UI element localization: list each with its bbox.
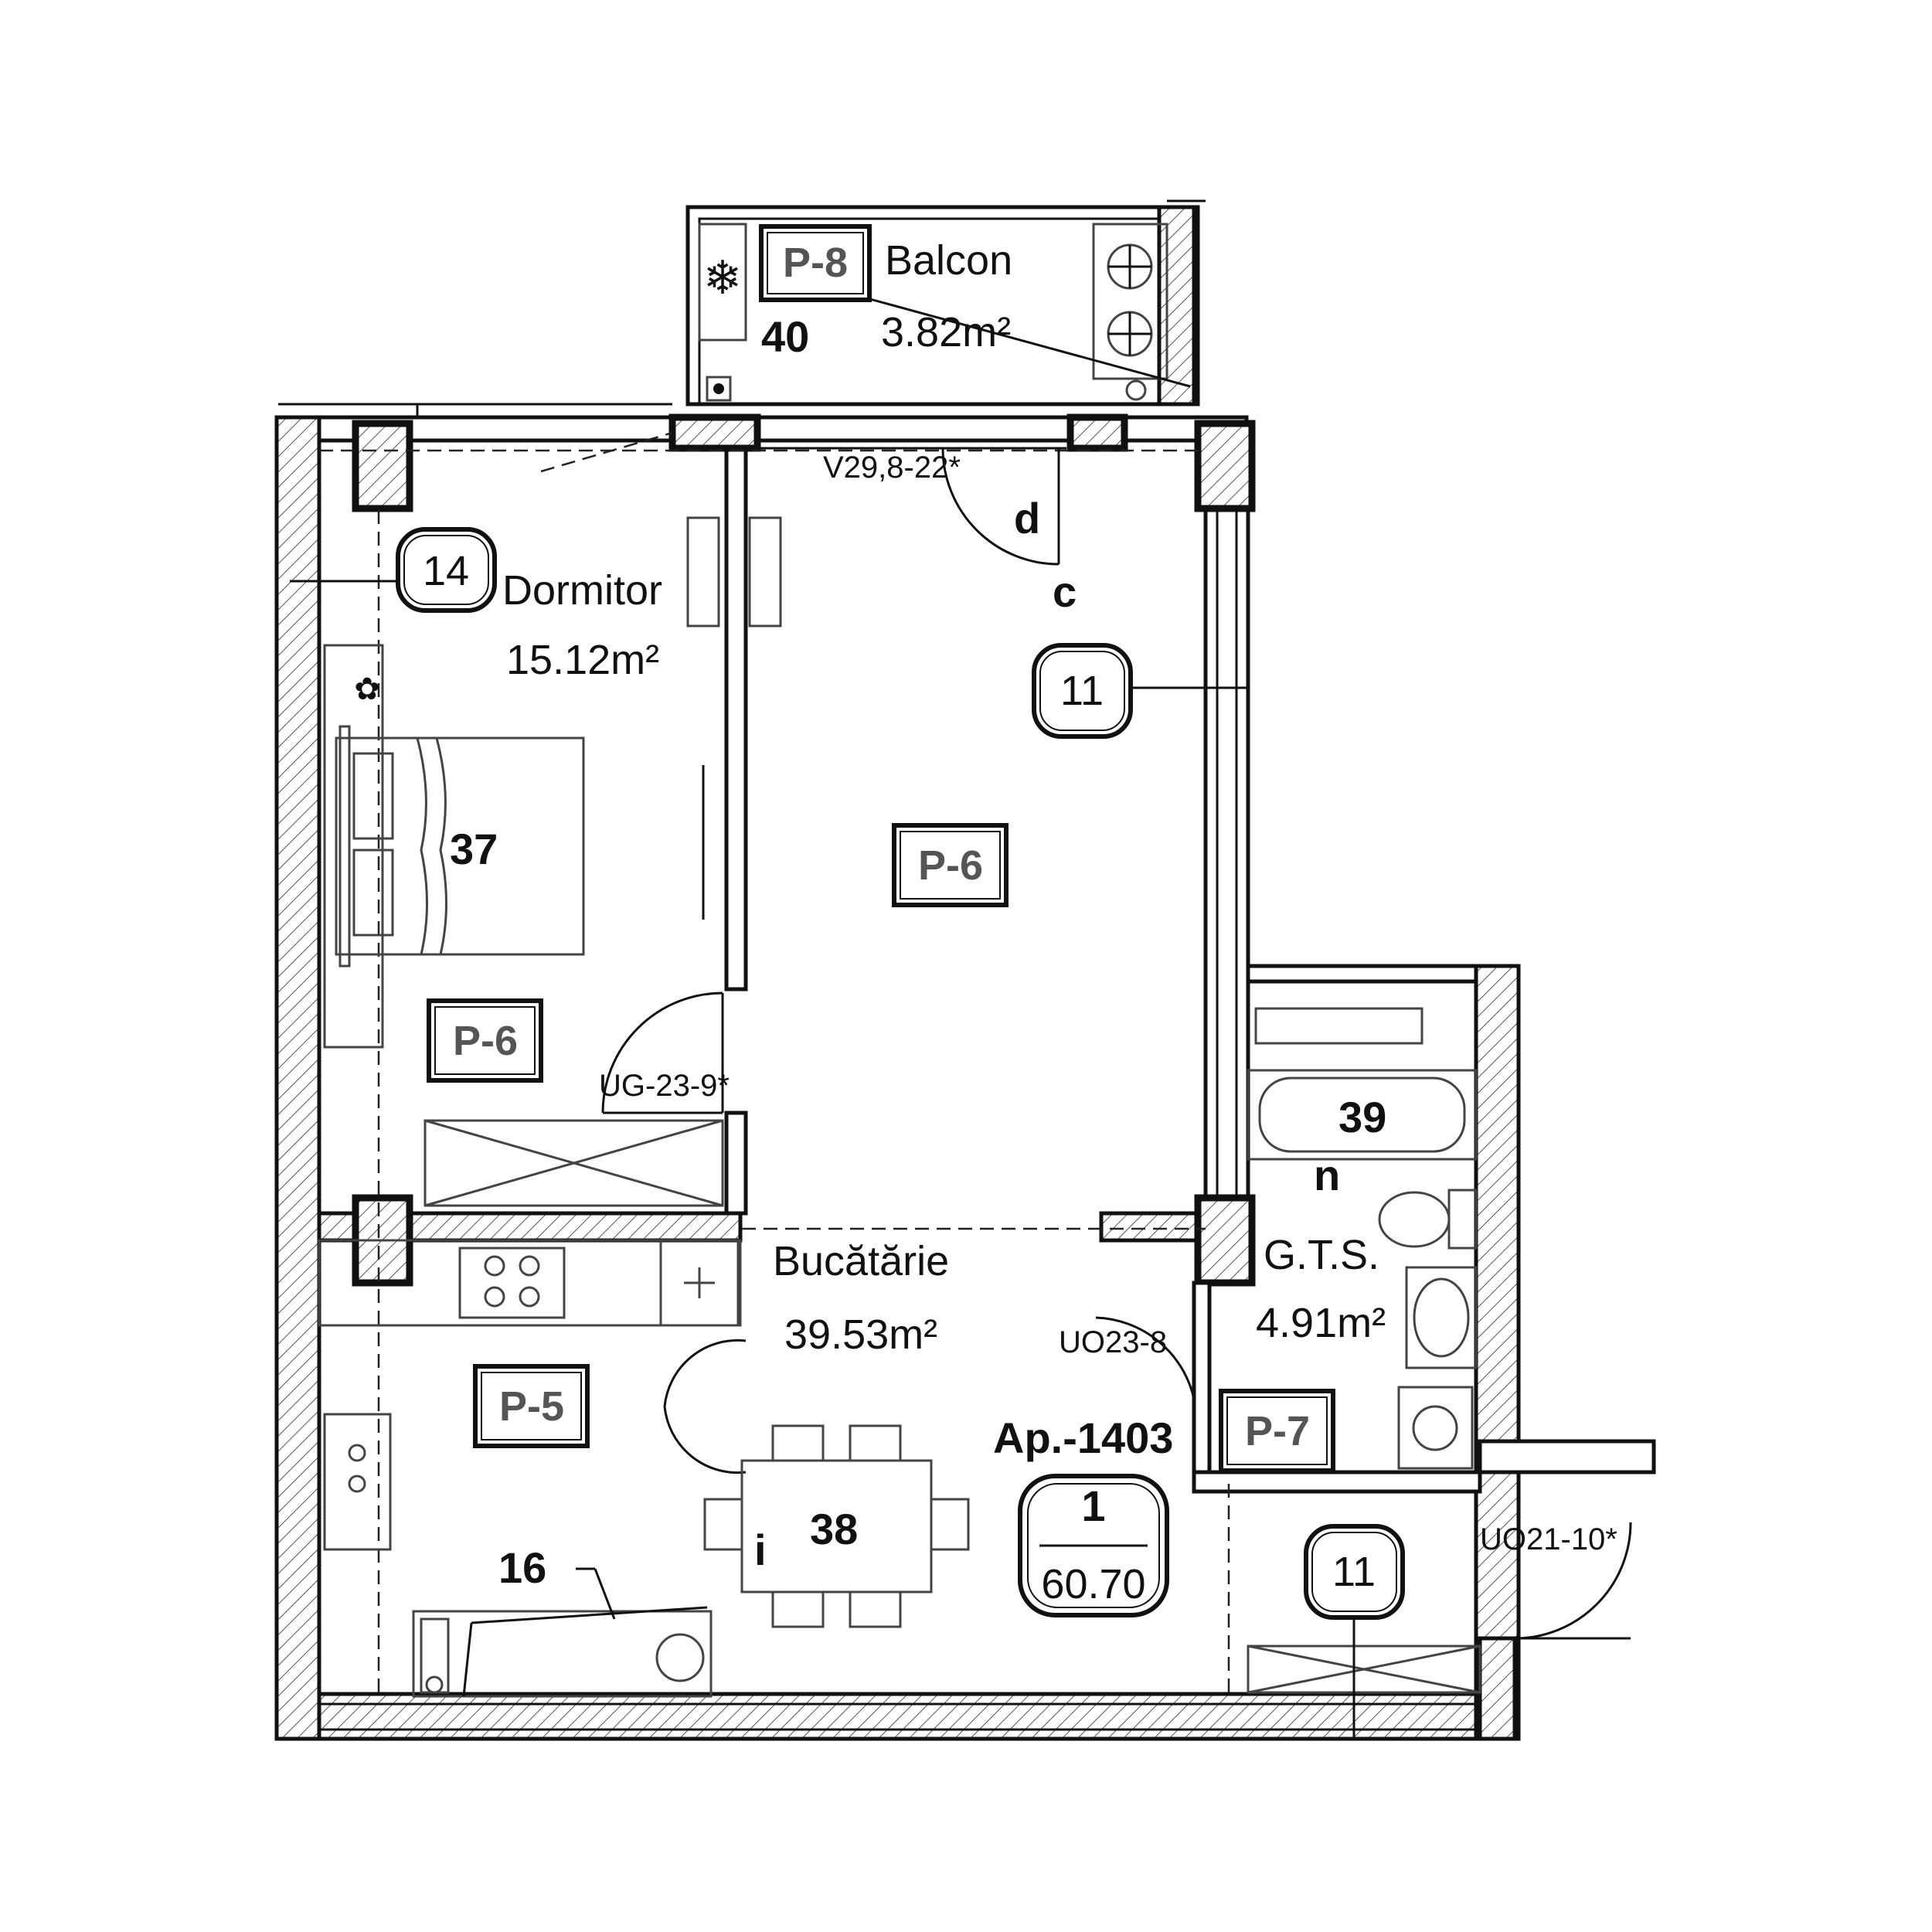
tag-p5-box: P-5 — [473, 1364, 590, 1448]
marker-11-top: 11 — [1060, 668, 1104, 714]
room-area-gts: 4.91m² — [1256, 1300, 1386, 1346]
tag-p6-bedroom-box: P-6 — [427, 998, 543, 1083]
marker-11-bottom-box: 11 — [1304, 1524, 1405, 1739]
room-area-bucatarie: 39.53m² — [784, 1311, 937, 1358]
plant-icon: ✿ — [354, 672, 380, 706]
room-name-bucatarie: Bucătărie — [773, 1238, 949, 1284]
apartment-rooms: 1 — [1081, 1481, 1105, 1530]
tag-p8-box: P-8 — [759, 224, 872, 302]
room-name-dormitor: Dormitor — [502, 567, 662, 614]
label-d: d — [1014, 494, 1040, 543]
item-number-38: 38 — [810, 1505, 858, 1553]
label-i: i — [754, 1526, 767, 1574]
kitchen-furniture — [318, 1239, 1481, 1698]
item-number-40: 40 — [761, 312, 809, 361]
room-name-gts: G.T.S. — [1264, 1232, 1379, 1278]
label-n: n — [1314, 1151, 1340, 1199]
tag-p5: P-5 — [499, 1383, 564, 1430]
interior-walls — [317, 413, 1656, 1741]
item-number-37: 37 — [450, 825, 498, 873]
apartment-area: 60.70 — [1041, 1561, 1145, 1607]
tag-p6-bedroom: P-6 — [453, 1018, 518, 1064]
entry-door-code: UO21-10* — [1480, 1522, 1617, 1556]
tag-p6-living: P-6 — [918, 842, 983, 889]
marker-11-top-box: 11 — [1032, 643, 1248, 739]
marker-11-bottom: 11 — [1332, 1549, 1376, 1595]
bathroom-fixtures — [1247, 1007, 1478, 1470]
tag-p6-living-box: P-6 — [892, 823, 1009, 907]
tag-p7-box: P-7 — [1219, 1389, 1335, 1473]
room-area-dormitor: 15.12m² — [506, 637, 659, 683]
tag-p8: P-8 — [783, 240, 848, 286]
bathroom-door-code: UO23-8 — [1059, 1325, 1167, 1359]
marker-14-box: 14 — [290, 527, 497, 613]
apartment-badge: 1 60.70 — [1018, 1474, 1169, 1617]
bedroom-door-code: UG-23-9* — [599, 1069, 730, 1103]
room-name-balcon: Balcon — [885, 237, 1012, 284]
window-code: V29,8-22* — [823, 451, 961, 485]
apartment-id: Ap.-1403 — [993, 1413, 1173, 1462]
snowflake-icon: ❄ — [703, 252, 742, 304]
label-c: c — [1053, 567, 1077, 616]
item-number-39: 39 — [1338, 1093, 1386, 1141]
room-area-balcon: 3.82m² — [881, 309, 1011, 355]
exterior-walls — [274, 403, 1481, 1741]
tag-p7: P-7 — [1245, 1408, 1310, 1454]
item-number-16: 16 — [498, 1543, 546, 1592]
doors — [601, 447, 1632, 1640]
bedroom-furniture: ✿ — [323, 516, 782, 1207]
marker-14: 14 — [423, 548, 469, 594]
